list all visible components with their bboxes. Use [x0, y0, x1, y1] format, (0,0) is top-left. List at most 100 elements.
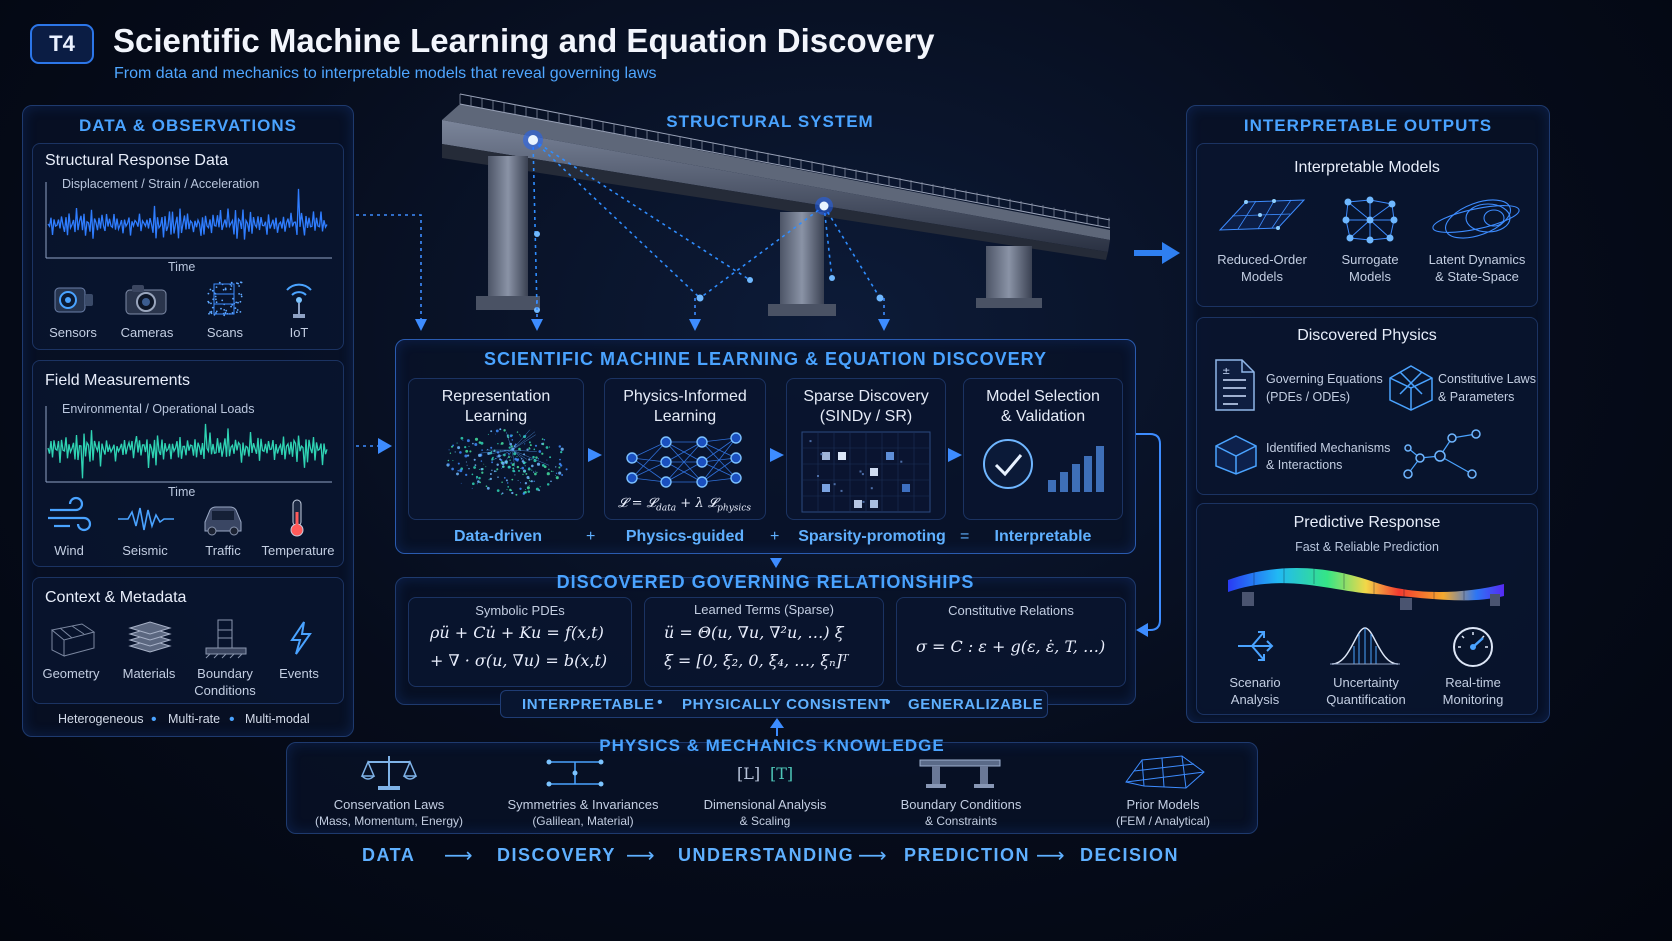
- seismic-label: Seismic: [122, 543, 168, 558]
- structural-signal-label: Displacement / Strain / Acceleration: [62, 177, 260, 191]
- learned-terms-card: [644, 597, 884, 687]
- page-subtitle: From data and mechanics to interpretable…: [114, 65, 657, 82]
- sciml-connectors: [770, 433, 1161, 637]
- property-dot: •: [657, 694, 663, 711]
- seismic-icon: [118, 507, 174, 531]
- symbolic-pdes-title: Symbolic PDEs: [475, 603, 565, 618]
- pipeline-decision: DECISION: [1080, 845, 1180, 865]
- constitutive-laws-l2: & Parameters: [1438, 390, 1515, 404]
- properties-strip: [500, 690, 1048, 718]
- constitutive-relations-card: [896, 597, 1126, 687]
- dimension-time-symbol: [T]: [770, 764, 794, 783]
- interpretable-models-card: [1196, 143, 1538, 307]
- constitutive-laws-l1: Constitutive Laws: [1438, 372, 1536, 386]
- point-cloud-icon: [446, 428, 568, 496]
- stage-arrows: [588, 448, 962, 462]
- context-metadata-title: Context & Metadata: [45, 589, 187, 606]
- uncertainty-l2: Quantification: [1326, 692, 1406, 707]
- scan-icon: [207, 281, 243, 317]
- predictive-response-card: [1196, 503, 1538, 715]
- footer-dot: •: [229, 711, 235, 728]
- conditions-label: Conditions: [194, 683, 256, 698]
- field-time-axis: Time: [168, 485, 196, 499]
- conservation-laws-l1: Conservation Laws: [333, 797, 445, 812]
- latent-dynamics-l2: & State-Space: [1435, 269, 1519, 284]
- uncertainty-l1: Uncertainty: [1333, 675, 1399, 690]
- property-interpretable: INTERPRETABLE: [522, 696, 655, 713]
- identified-mechanisms-l2: & Interactions: [1266, 458, 1343, 472]
- symbolic-pdes-card: [408, 597, 632, 687]
- structural-signal-plot: [45, 182, 332, 259]
- footer-dot: •: [151, 711, 157, 728]
- geometry-label: Geometry: [42, 666, 100, 681]
- property-dot: •: [885, 694, 891, 711]
- governing-equations-l1: Governing Equations: [1266, 372, 1383, 386]
- structural-response-title: Structural Response Data: [45, 152, 229, 169]
- camera-icon: [125, 285, 167, 315]
- interaction-graph-icon: [1403, 429, 1481, 479]
- learned-terms-eq1: ü = Θ(u, ∇u, ∇²u, …) ξ: [664, 623, 844, 642]
- discovered-physics-title: Discovered Physics: [1297, 327, 1437, 344]
- governing-equations-l2: (PDEs / ODEs): [1266, 390, 1351, 404]
- symmetries-l1: Symmetries & Invariances: [507, 797, 659, 812]
- svg-text:±: ±: [1222, 366, 1230, 377]
- boundary-beam-icon: [919, 759, 1001, 788]
- property-physically-consistent: PHYSICALLY CONSISTENT: [682, 696, 889, 713]
- dimensional-analysis-l1: Dimensional Analysis: [703, 797, 827, 812]
- pipeline-arrow: ⟶: [1036, 845, 1065, 867]
- stage-sparse-l2: (SINDy / SR): [819, 408, 913, 425]
- materials-label: Materials: [122, 666, 176, 681]
- crystal-lattice-icon: [1389, 365, 1433, 411]
- traffic-label: Traffic: [205, 543, 241, 558]
- symmetries-l2: (Galilean, Material): [532, 814, 634, 828]
- conservation-laws-l2: (Mass, Momentum, Energy): [314, 814, 464, 828]
- sciml-title: SCIENTIFIC MACHINE LEARNING & EQUATION D…: [483, 349, 1048, 369]
- surrogate-network-icon: [1342, 196, 1398, 244]
- footer-multirate: Multi-rate: [168, 712, 221, 726]
- bridge-illustration: [442, 93, 1111, 316]
- prior-models-l1: Prior Models: [1126, 797, 1200, 812]
- pipeline-arrow: ⟶: [444, 845, 473, 867]
- sparse-matrix-icon: [801, 431, 931, 513]
- stage-selection-l1: Model Selection: [986, 388, 1100, 405]
- symmetry-icon: [546, 759, 604, 787]
- footer-multimodal: Multi-modal: [245, 712, 310, 726]
- learned-terms-title: Learned Terms (Sparse): [694, 602, 834, 617]
- latent-dynamics-l1: Latent Dynamics: [1428, 252, 1526, 267]
- stage-pinn-l2: Learning: [653, 408, 717, 425]
- boundary-conditions-icon: [205, 619, 247, 659]
- tag-interpretable: Interpretable: [994, 528, 1092, 545]
- temperature-icon: [290, 499, 304, 537]
- stage-physics-informed-learning: [604, 378, 766, 520]
- property-generalizable: GENERALIZABLE: [908, 696, 1044, 713]
- structural-time-axis: Time: [168, 260, 196, 274]
- surrogate-l2: Models: [1349, 269, 1391, 284]
- tag-sparsity-promoting: Sparsity-promoting: [798, 528, 946, 545]
- interpretable-models-title: Interpretable Models: [1294, 159, 1440, 176]
- mechanism-cube-icon: [1215, 435, 1257, 475]
- scenario-l2: Analysis: [1230, 692, 1280, 707]
- header-badge: T4: [30, 24, 94, 64]
- latent-dynamics-icon: [1432, 199, 1520, 239]
- stage-representation-l2: Learning: [464, 408, 528, 425]
- op-equals: =: [960, 528, 970, 545]
- constitutive-relations-title: Constitutive Relations: [948, 603, 1074, 618]
- balance-scale-icon: [360, 756, 418, 790]
- fem-mesh-icon: [1125, 755, 1205, 789]
- stage-selection-l2: & Validation: [1000, 408, 1086, 425]
- tag-data-driven: Data-driven: [453, 528, 543, 545]
- stage-representation-l1: Representation: [441, 388, 551, 405]
- wind-label: Wind: [54, 543, 84, 558]
- check-validation-icon: [983, 439, 1104, 492]
- traffic-icon: [204, 506, 242, 536]
- wind-icon: [48, 496, 92, 532]
- field-signal-label: Environmental / Operational Loads: [62, 402, 255, 416]
- reduced-order-l1: Reduced-Order: [1217, 252, 1307, 267]
- pipeline-arrow: ⟶: [858, 845, 887, 867]
- geometry-icon: [50, 623, 96, 657]
- cameras-label: Cameras: [120, 325, 174, 340]
- boundary-label: Boundary: [197, 666, 253, 681]
- identified-mechanisms-l1: Identified Mechanisms: [1266, 441, 1391, 455]
- reduced-order-mesh-icon: [1218, 199, 1306, 231]
- deformed-beam-heatmap: [1228, 567, 1504, 610]
